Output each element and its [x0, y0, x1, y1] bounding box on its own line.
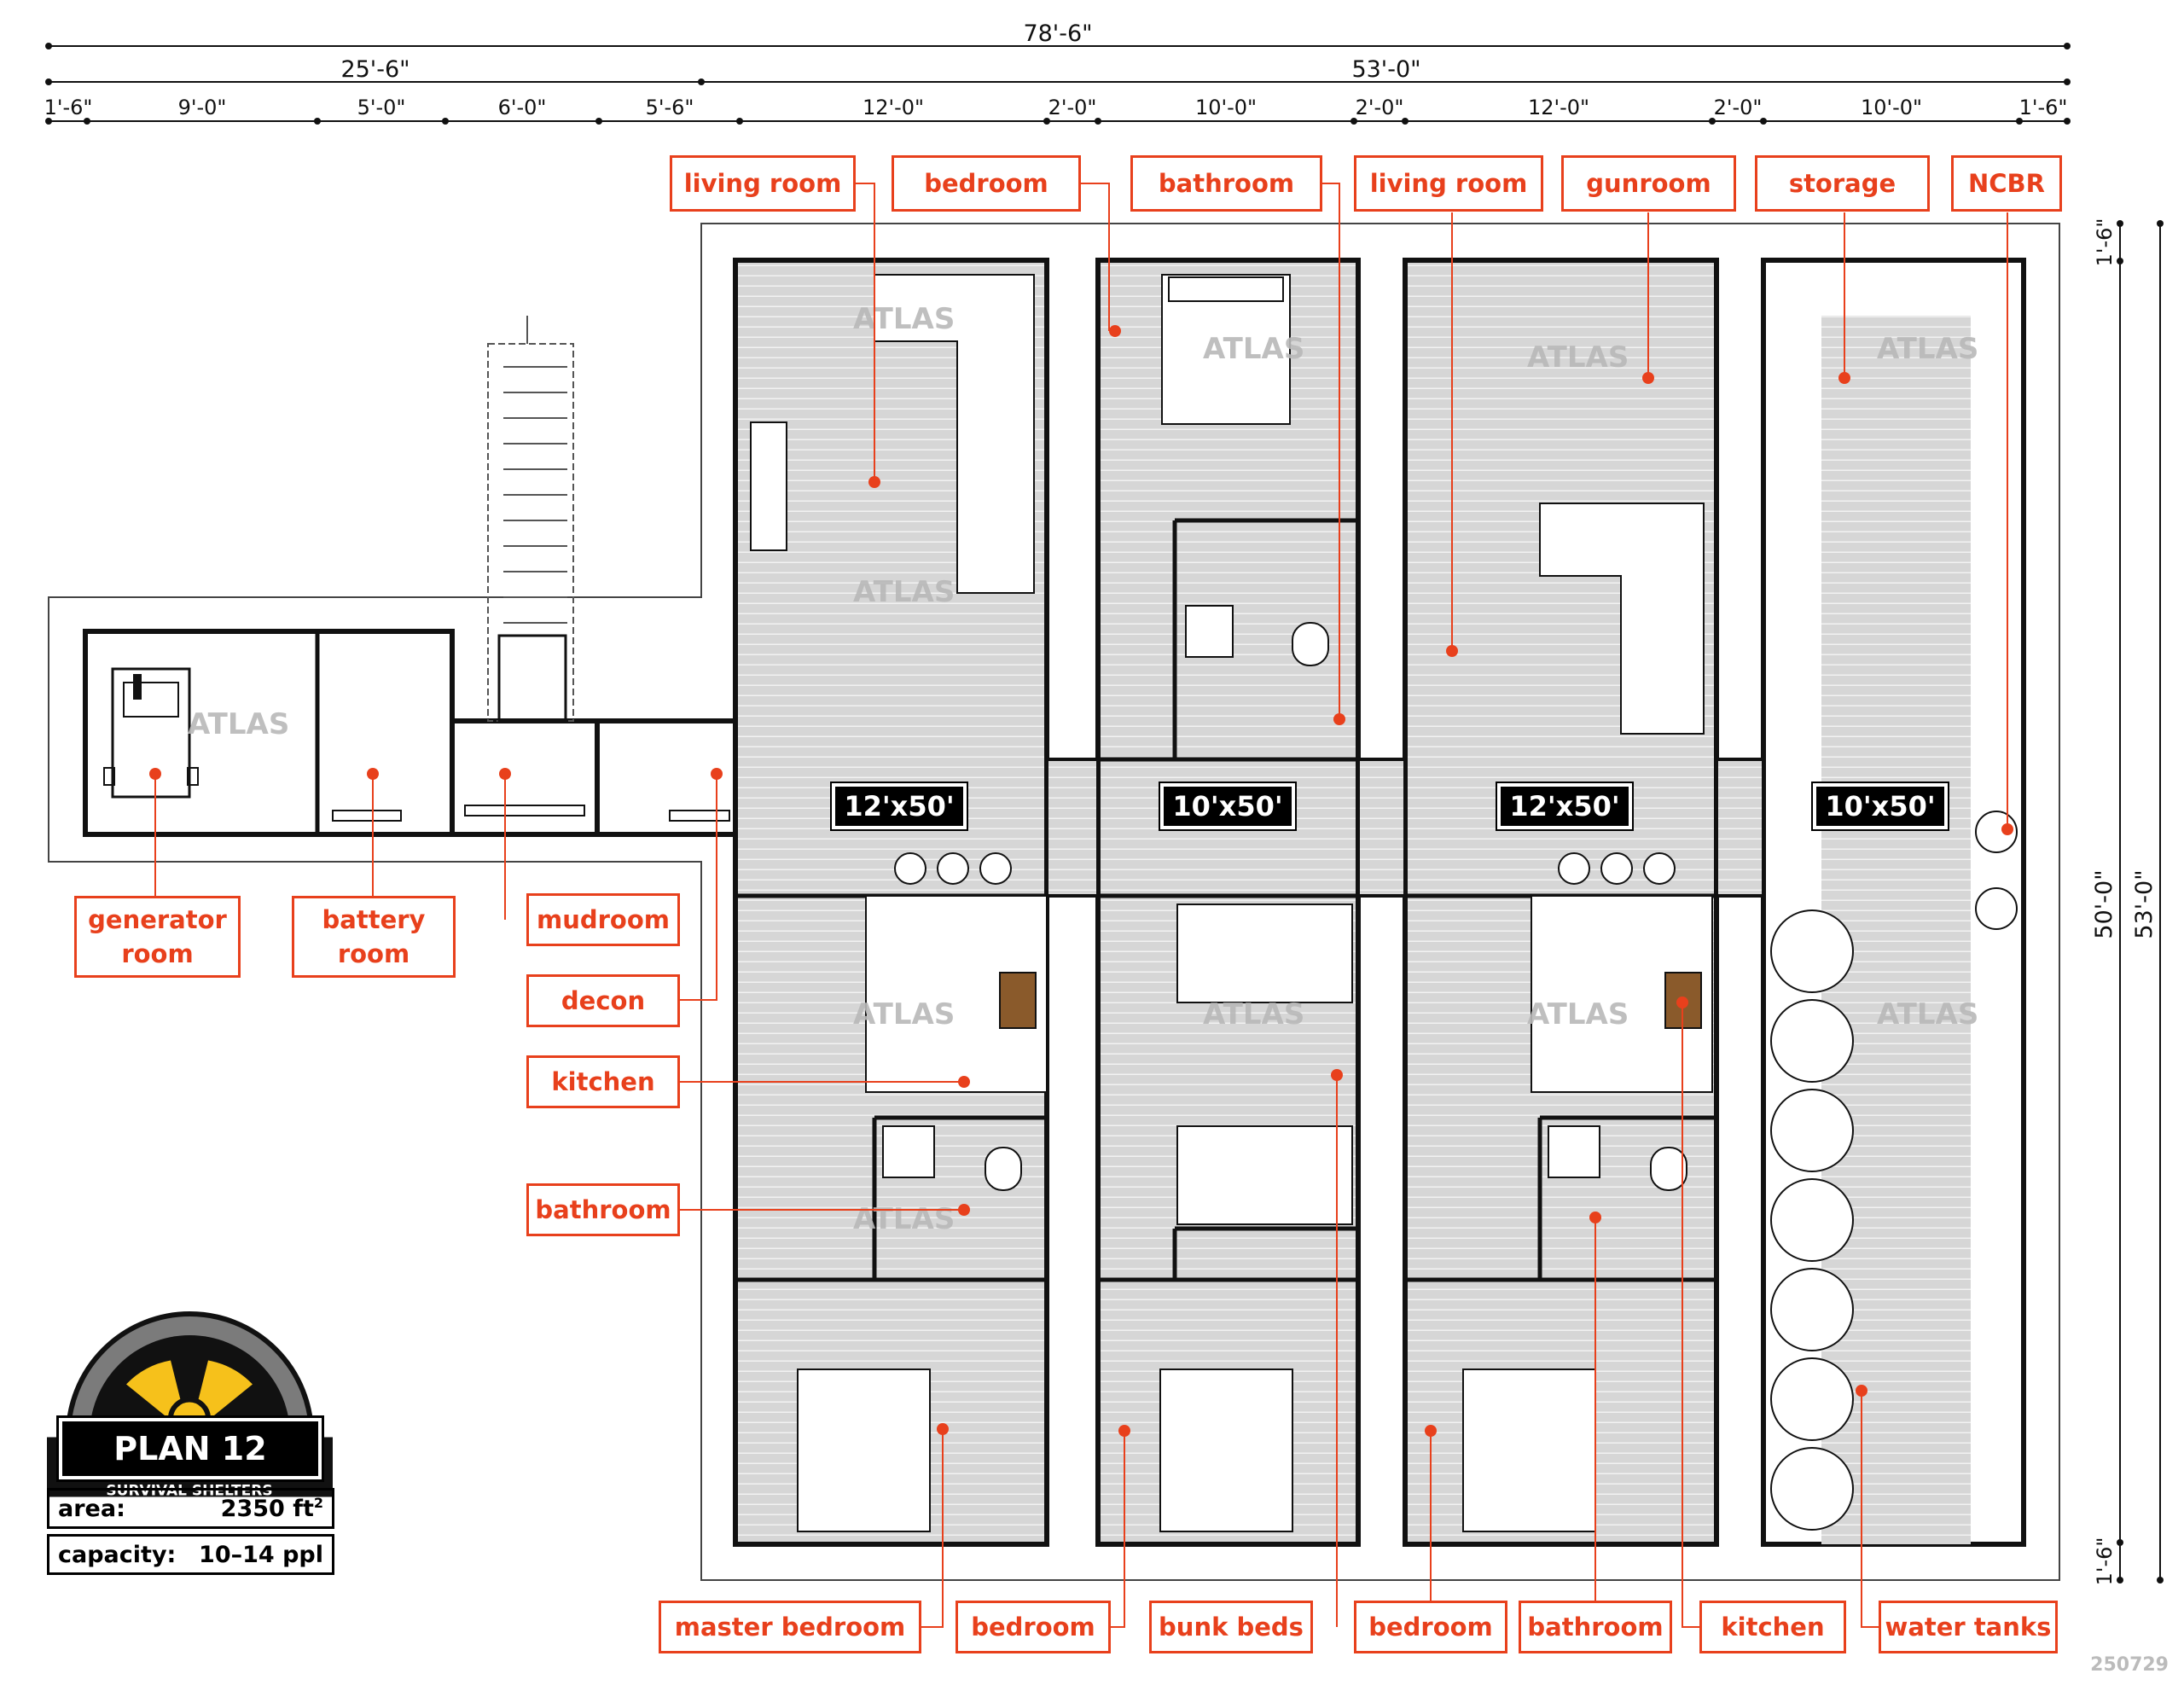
label-kitchen: kitchen	[526, 1055, 680, 1108]
dim-seg: 1'-6"	[44, 96, 93, 119]
dim-seg: 12'-0"	[863, 96, 924, 119]
dim-seg: 6'-0"	[498, 96, 547, 119]
container-size-tag: 10'x50'	[1159, 782, 1297, 831]
area-unit: 2	[313, 1495, 323, 1511]
dim-overall: 78'-6"	[1023, 20, 1092, 47]
capacity-label: capacity:	[58, 1541, 177, 1568]
label-water-tanks: water tanks	[1879, 1601, 2058, 1653]
area-label: area:	[58, 1495, 125, 1522]
label-bunk-beds: bunk beds	[1149, 1601, 1313, 1653]
dim-right-outer: 53'-0"	[2131, 869, 2158, 938]
svg-text:SURVIVAL SHELTERS: SURVIVAL SHELTERS	[106, 1483, 272, 1500]
entry-tunnel	[487, 316, 574, 723]
svg-text:ATLAS: ATLAS	[1877, 332, 1978, 366]
svg-text:ATLAS: ATLAS	[853, 575, 955, 609]
dim-seg: 9'-0"	[178, 96, 227, 119]
capacity-row: capacity: 10–14 ppl	[47, 1534, 334, 1575]
dim-right-inner: 50'-0"	[2091, 869, 2117, 938]
label-kitchen: kitchen	[1699, 1601, 1846, 1653]
svg-text:ATLAS: ATLAS	[1527, 997, 1629, 1031]
dim-right-bottom: 1'-6"	[2093, 1537, 2117, 1586]
dim-seg: 1'-6"	[2019, 96, 2068, 119]
dimension-ticks	[45, 43, 2164, 1583]
dim-seg: 2'-0"	[1356, 96, 1404, 119]
svg-text:ATLAS: ATLAS	[188, 707, 289, 741]
svg-text:ATLAS: ATLAS	[853, 302, 955, 336]
dim-seg: 5'-6"	[646, 96, 694, 119]
dim-seg: 10'-0"	[1861, 96, 1922, 119]
label-living-room: living room	[670, 155, 856, 212]
label-line: room	[121, 939, 194, 968]
label-decon: decon	[526, 974, 680, 1027]
label-master-bedroom: master bedroom	[659, 1601, 921, 1653]
label-line: battery	[322, 905, 426, 934]
label-gunroom: gunroom	[1561, 155, 1736, 212]
dim-segments: 1'-6" 9'-0" 5'-0" 6'-0" 5'-6" 12'-0" 2'-…	[44, 96, 2068, 119]
dimension-lines	[47, 45, 2161, 1580]
label-ncbr: NCBR	[1951, 155, 2062, 212]
leader-lines	[154, 183, 2008, 1628]
annex	[83, 629, 741, 837]
label-bathroom: bathroom	[526, 1183, 680, 1236]
label-generator-room: generator room	[74, 896, 241, 978]
label-storage: storage	[1755, 155, 1930, 212]
image-stamp: 250729	[2090, 1654, 2169, 1676]
watermarks: ATLAS ATLAS ATLAS ATLAS ATLAS ATLAS ATLA…	[188, 302, 1978, 1236]
container-2	[1095, 258, 1361, 1547]
container-size-tag: 10'x50'	[1811, 782, 1949, 831]
area-row: area: 2350 ft2	[47, 1488, 334, 1529]
label-line: room	[337, 939, 410, 968]
connectors	[1045, 758, 1765, 898]
label-bathroom: bathroom	[1130, 155, 1322, 212]
svg-text:ATLAS: ATLAS	[853, 1202, 955, 1236]
label-bathroom: bathroom	[1519, 1601, 1672, 1653]
svg-text:ATLAS: ATLAS	[1527, 340, 1629, 375]
leader-dots	[149, 325, 2013, 1437]
label-bedroom: bedroom	[1354, 1601, 1507, 1653]
dim-right-top: 1'-6"	[2093, 218, 2117, 267]
label-bedroom: bedroom	[892, 155, 1081, 212]
container-size-tag: 12'x50'	[1496, 782, 1634, 831]
dim-right-section: 53'-0"	[1351, 56, 1420, 83]
dim-seg: 10'-0"	[1195, 96, 1257, 119]
svg-text:ATLAS: ATLAS	[1203, 332, 1304, 366]
svg-text:ATLAS: ATLAS	[1203, 997, 1304, 1031]
dim-seg: 12'-0"	[1528, 96, 1589, 119]
label-line: generator	[88, 905, 227, 934]
svg-text:ATLAS: ATLAS	[853, 997, 955, 1031]
plan-card: PLAN 12 area: 2350 ft2 capacity: 10–14 p…	[47, 1409, 334, 1580]
label-battery-room: battery room	[292, 896, 456, 978]
dim-seg: 5'-0"	[357, 96, 406, 119]
dim-seg: 2'-0"	[1048, 96, 1097, 119]
label-mudroom: mudroom	[526, 893, 680, 946]
dim-left-section: 25'-6"	[340, 56, 410, 83]
capacity-value: 10–14 ppl	[199, 1541, 323, 1568]
label-bedroom: bedroom	[956, 1601, 1111, 1653]
label-living-room: living room	[1354, 155, 1543, 212]
plan-title: PLAN 12	[56, 1415, 324, 1482]
site-outline	[48, 223, 2060, 1581]
svg-text:ATLAS: ATLAS	[1877, 997, 1978, 1031]
area-value: 2350 ft	[220, 1496, 314, 1522]
area-value-wrap: 2350 ft2	[221, 1495, 323, 1522]
furniture	[750, 274, 2018, 1532]
container-size-tag: 12'x50'	[830, 782, 968, 831]
dim-seg: 2'-0"	[1714, 96, 1763, 119]
